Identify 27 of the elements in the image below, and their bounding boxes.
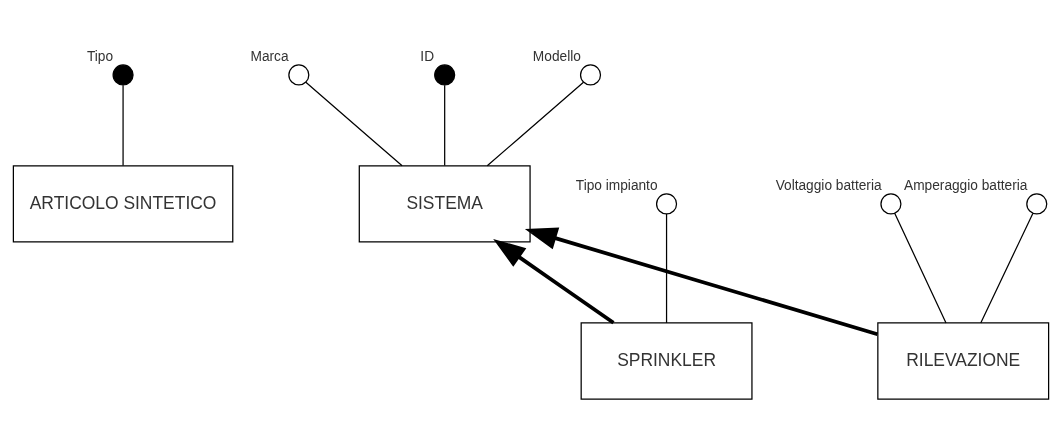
node-circle — [434, 63, 456, 85]
connector — [486, 81, 585, 166]
connector — [980, 212, 1034, 324]
node-box: SPRINKLER — [580, 321, 753, 400]
node-box: ARTICOLO SINTETICO — [12, 164, 234, 243]
node-label: Modello — [532, 48, 581, 64]
connector — [305, 81, 403, 166]
arrow — [524, 226, 878, 336]
node-label: Marca — [250, 48, 289, 64]
connector — [665, 212, 668, 324]
node-circle — [288, 63, 310, 85]
node-circle — [1026, 192, 1048, 215]
node-circle — [579, 63, 602, 85]
connector — [122, 84, 124, 166]
node-box: SISTEMA — [358, 164, 531, 243]
node-circle — [112, 63, 134, 85]
connector — [444, 84, 446, 166]
node-box: RILEVAZIONE — [877, 321, 1050, 400]
node-circle — [655, 192, 678, 215]
node-circle — [880, 192, 902, 215]
node-label: Amperaggio batteria — [904, 177, 1028, 193]
arrow — [493, 238, 615, 324]
node-label: Voltaggio batteria — [775, 177, 882, 193]
node-label: Tipo impianto — [575, 177, 658, 193]
connector — [894, 212, 947, 324]
node-label: Tipo — [86, 48, 114, 64]
node-label: ID — [420, 48, 435, 64]
